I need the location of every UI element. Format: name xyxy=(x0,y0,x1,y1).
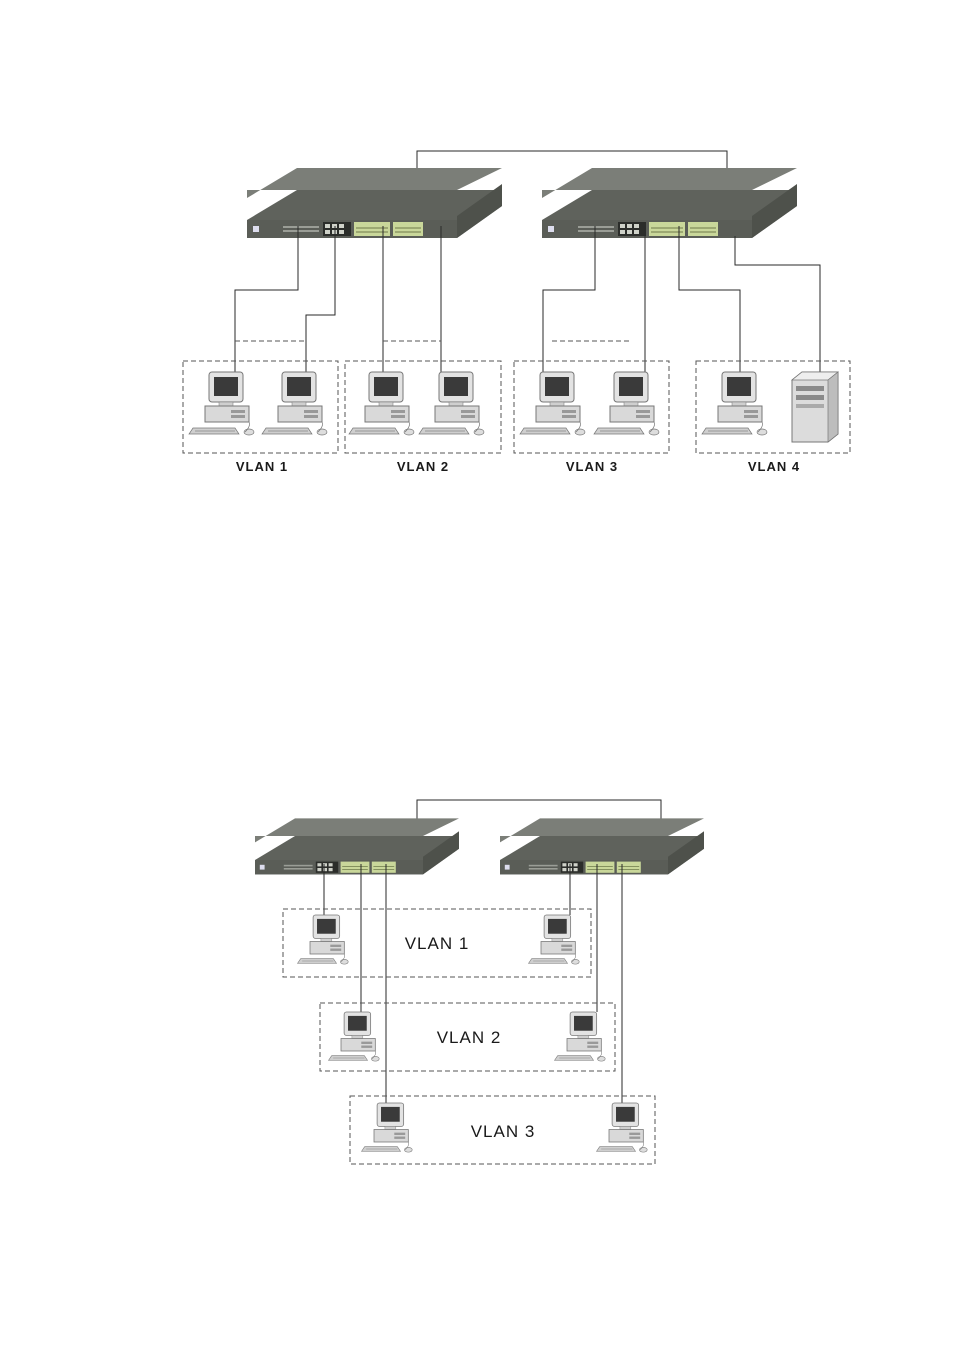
vlan2-label-2: VLAN 2 xyxy=(437,1028,502,1047)
switch-a xyxy=(247,168,502,238)
vlan4-label: VLAN 4 xyxy=(748,459,800,474)
computer-d2-vlan2-b xyxy=(555,1012,606,1061)
switch-d xyxy=(500,818,704,874)
switch-c xyxy=(255,818,459,874)
computer-vlan1-a xyxy=(189,372,254,435)
computer-vlan1-b xyxy=(262,372,327,435)
computer-d2-vlan3-a xyxy=(362,1103,413,1152)
server-vlan4 xyxy=(792,372,838,442)
computer-d2-vlan2-a xyxy=(329,1012,380,1061)
computer-d2-vlan1-b xyxy=(529,915,580,964)
computer-vlan2-a xyxy=(349,372,414,435)
vlan2-label: VLAN 2 xyxy=(397,459,449,474)
switch-a-wires xyxy=(235,226,441,372)
computer-vlan2-b xyxy=(419,372,484,435)
computer-d2-vlan3-b xyxy=(597,1103,648,1152)
switch-d-wires xyxy=(570,864,622,1105)
computer-vlan4-a xyxy=(702,372,767,435)
switch-b xyxy=(542,168,797,238)
computer-d2-vlan1-a xyxy=(298,915,349,964)
vlan1-label-2: VLAN 1 xyxy=(405,934,470,953)
vlan1-label: VLAN 1 xyxy=(236,459,288,474)
computer-vlan3-b xyxy=(594,372,659,435)
vlan3-label-2: VLAN 3 xyxy=(471,1122,536,1141)
diagram-1: VLAN 1 VLAN 2 VLAN 3 VLAN 4 xyxy=(183,151,850,474)
vlan3-label: VLAN 3 xyxy=(566,459,618,474)
computer-vlan3-a xyxy=(520,372,585,435)
switch-b-wires xyxy=(543,226,820,372)
switch-c-wires xyxy=(324,864,386,1105)
diagram-2: VLAN 1 VLAN 2 VLAN 3 xyxy=(255,800,704,1164)
